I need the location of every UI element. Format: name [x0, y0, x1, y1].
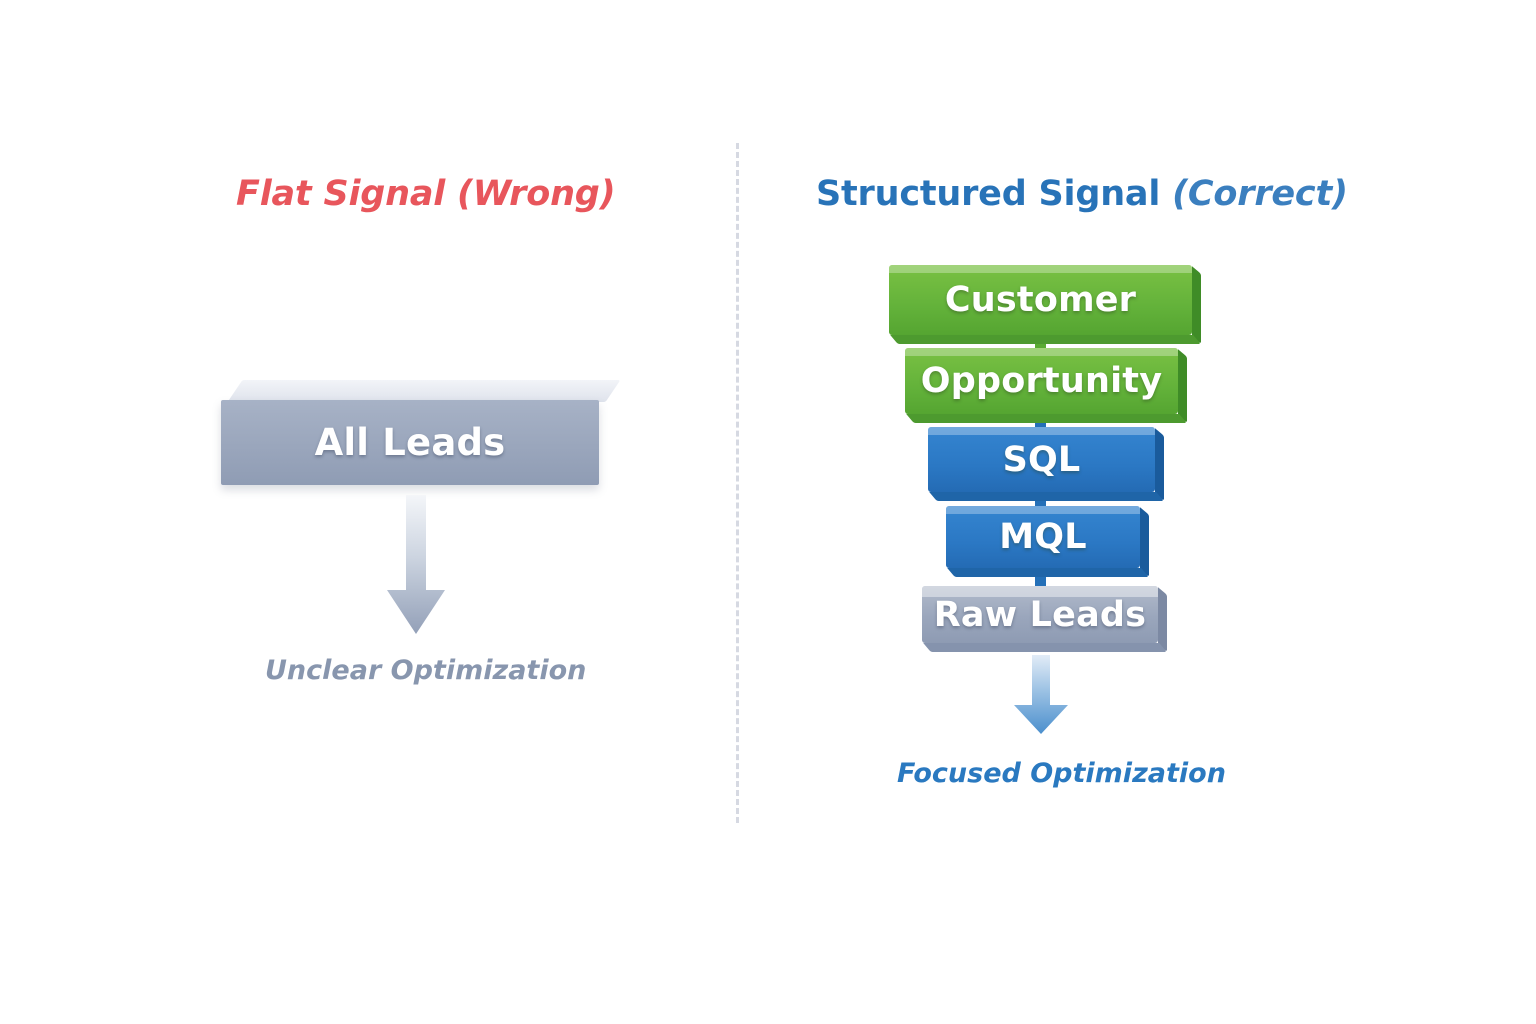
funnel-block-mql[interactable]: MQL: [946, 506, 1149, 577]
raw-leads-front-face: [922, 586, 1158, 643]
customer-bottom-face: [890, 335, 1201, 344]
left-panel-title: Flat Signal (Wrong): [236, 174, 616, 214]
vertical-dashed-divider: [736, 143, 739, 823]
left-outcome-caption: Unclear Optimization: [265, 655, 587, 686]
sql-top-bevel: [928, 427, 1155, 435]
opportunity-top-bevel: [905, 348, 1178, 356]
right-outcome-caption: Focused Optimization: [897, 758, 1226, 789]
customer-top-bevel: [889, 265, 1192, 273]
left-title-main: Flat Signal: [236, 174, 458, 214]
sql-side-face: [1155, 428, 1164, 501]
right-title-main: Structured Signal: [816, 174, 1173, 214]
funnel-connector-4: [1035, 566, 1046, 588]
customer-side-face: [1192, 266, 1201, 344]
funnel-block-opportunity[interactable]: Opportunity: [905, 348, 1187, 423]
customer-label: Customer: [944, 280, 1137, 320]
block-all-leads[interactable]: All Leads: [221, 380, 621, 485]
sql-front-face: [928, 427, 1155, 492]
sql-bottom-face: [929, 492, 1164, 501]
mql-bottom-face: [947, 568, 1149, 577]
customer-front-face: [889, 265, 1192, 335]
funnel-block-customer[interactable]: Customer: [889, 265, 1201, 344]
all-leads-front-face: [221, 400, 599, 485]
opportunity-label: Opportunity: [920, 361, 1163, 401]
down-arrow-icon-gray: [385, 495, 447, 635]
opportunity-bottom-face: [906, 414, 1187, 423]
raw-leads-side-face: [1158, 587, 1167, 652]
funnel-block-sql[interactable]: SQL: [928, 427, 1164, 501]
down-arrow-icon-blue: [1012, 655, 1070, 735]
funnel-block-raw-leads[interactable]: Raw Leads: [922, 586, 1167, 652]
mql-front-face: [946, 506, 1140, 568]
right-panel-title: Structured Signal (Correct): [816, 174, 1348, 214]
sql-label: SQL: [1002, 439, 1081, 480]
all-leads-label: All Leads: [314, 421, 506, 464]
raw-leads-top-bevel: [922, 586, 1158, 597]
raw-leads-label: Raw Leads: [933, 594, 1147, 635]
raw-leads-bottom-face: [923, 643, 1167, 652]
left-title-paren: (Wrong): [457, 174, 616, 214]
mql-label: MQL: [999, 517, 1087, 557]
opportunity-front-face: [905, 348, 1178, 414]
right-title-paren: (Correct): [1172, 174, 1348, 214]
opportunity-side-face: [1178, 349, 1187, 423]
mql-top-bevel: [946, 506, 1140, 514]
mql-side-face: [1140, 507, 1149, 577]
all-leads-top-face: [227, 380, 621, 402]
